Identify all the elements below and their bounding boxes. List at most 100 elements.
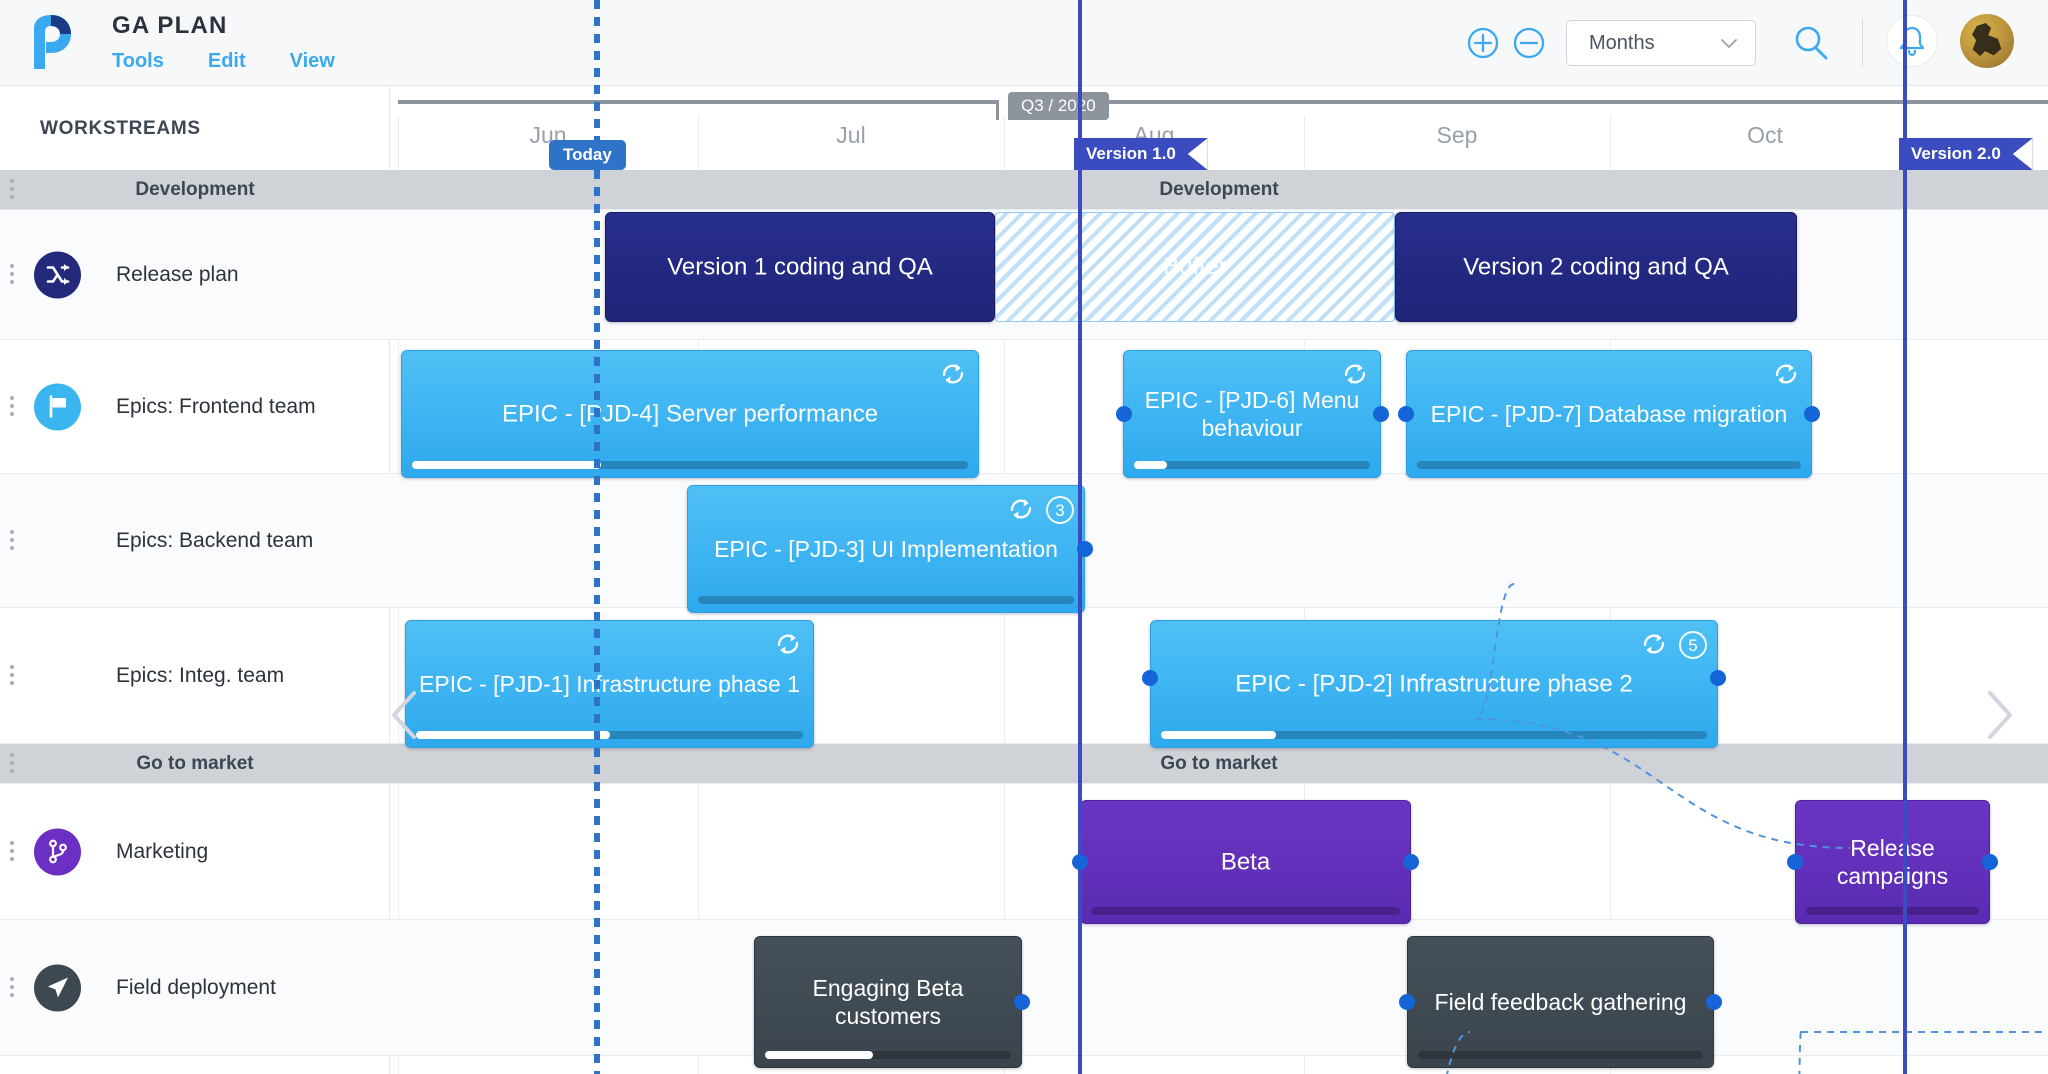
- drag-handle-icon[interactable]: [10, 395, 16, 418]
- version-2-flag[interactable]: Version 2.0: [1899, 138, 2033, 170]
- version-1-flag[interactable]: Version 1.0: [1074, 138, 1208, 170]
- git-branch-icon[interactable]: [34, 828, 81, 875]
- drag-handle-icon[interactable]: [10, 178, 16, 201]
- dependency-anchor-dot[interactable]: [1014, 994, 1030, 1010]
- task-progress-fill: [1161, 731, 1276, 739]
- menu-edit[interactable]: Edit: [207, 50, 246, 72]
- task-bar-release-campaigns[interactable]: Release campaigns: [1795, 800, 1990, 924]
- drag-handle-icon[interactable]: [10, 529, 16, 552]
- workstreams-header: WORKSTREAMS: [0, 86, 389, 170]
- timescale-value: Months: [1589, 32, 1655, 54]
- dependency-anchor-dot[interactable]: [1373, 406, 1389, 422]
- sidebar-item-field-deployment[interactable]: Field deployment: [0, 920, 390, 1056]
- task-bar-label: Version 1 coding and QA: [667, 253, 933, 281]
- month-divider: [1004, 116, 1005, 170]
- dependency-anchor-dot[interactable]: [1403, 854, 1419, 870]
- dependency-anchor-dot[interactable]: [1804, 406, 1820, 422]
- dependency-anchor-dot[interactable]: [1116, 406, 1132, 422]
- task-progress-bar: [765, 1051, 1011, 1059]
- today-badge[interactable]: Today: [549, 140, 626, 170]
- task-bar-label: Engaging Beta customers: [812, 975, 964, 1029]
- paper-plane-icon[interactable]: [34, 964, 81, 1011]
- task-progress-bar: [1806, 907, 1979, 915]
- dependency-anchor-dot[interactable]: [1399, 994, 1415, 1010]
- dependency-anchor-dot[interactable]: [1077, 541, 1093, 557]
- dependency-anchor-dot[interactable]: [1398, 406, 1414, 422]
- month-divider: [1610, 116, 1611, 170]
- search-icon[interactable]: [1790, 22, 1832, 64]
- proggio-logo-icon[interactable]: [22, 13, 80, 71]
- zoom-out-icon[interactable]: [1510, 24, 1548, 62]
- sidebar-item-label: Epics: Backend team: [116, 528, 314, 552]
- month-label-jun: Jun: [529, 122, 567, 148]
- task-bar-epic-pjd-6-menu-behaviour[interactable]: EPIC - [PJD-6] Menu behaviour: [1123, 350, 1381, 478]
- gantt-grid[interactable]: Development Go to market Version 1 coding…: [390, 170, 2048, 1074]
- dependency-anchor-dot[interactable]: [1706, 994, 1722, 1010]
- drag-handle-icon[interactable]: [10, 263, 16, 286]
- task-bar-version-2-coding-and-qa[interactable]: Version 2 coding and QA: [1395, 212, 1797, 322]
- task-bar-label: EPIC - [PJD-3] UI Implementation: [714, 536, 1058, 562]
- task-progress-bar: [412, 461, 968, 469]
- sidebar-item-epics-backend-team[interactable]: Epics: Backend team: [0, 474, 390, 608]
- menu-view[interactable]: View: [289, 50, 335, 72]
- task-progress-fill: [765, 1051, 874, 1059]
- task-bar-field-feedback-gathering[interactable]: Field feedback gathering: [1407, 936, 1714, 1068]
- dependency-anchor-dot[interactable]: [1787, 854, 1803, 870]
- task-bar-label: Beta: [1220, 848, 1271, 876]
- avatar[interactable]: [1960, 14, 2014, 68]
- drag-handle-icon[interactable]: [10, 664, 16, 687]
- shuffle-icon[interactable]: [34, 251, 81, 298]
- drag-handle-icon[interactable]: [10, 976, 16, 999]
- task-bar-label: EPIC - [PJD-7] Database migration: [1430, 401, 1788, 427]
- drag-handle-icon[interactable]: [10, 752, 16, 775]
- sidebar-group-development[interactable]: Development: [0, 170, 390, 210]
- sync-icon[interactable]: [773, 629, 803, 659]
- dependency-anchor-dot[interactable]: [1982, 854, 1998, 870]
- task-bar-epic-pjd-1-infrastructure-phase-1[interactable]: EPIC - [PJD-1] Infrastructure phase 1: [405, 620, 814, 748]
- sidebar-item-epics-frontend-team[interactable]: Epics: Frontend team: [0, 340, 390, 474]
- gantt-row[interactable]: Go to market: [390, 744, 2048, 784]
- month-label-sep: Sep: [1436, 122, 1478, 148]
- task-bar-buffer[interactable]: Buffer: [995, 212, 1395, 322]
- task-bar-engaging-beta-customers[interactable]: Engaging Beta customers: [754, 936, 1022, 1068]
- task-bar-label: EPIC - [PJD-4] Server performance: [501, 400, 879, 428]
- task-bar-version-1-coding-and-qa[interactable]: Version 1 coding and QA: [605, 212, 995, 322]
- scroll-left-icon[interactable]: [384, 688, 428, 742]
- sync-icon[interactable]: [1639, 629, 1669, 659]
- sync-icon[interactable]: [1006, 494, 1036, 524]
- task-count-badge[interactable]: 3: [1046, 496, 1074, 524]
- quarter-tick-left: [996, 100, 999, 120]
- timescale-select[interactable]: Months: [1566, 20, 1756, 66]
- zoom-in-icon[interactable]: [1464, 24, 1502, 62]
- header-divider: [1862, 18, 1863, 66]
- gantt-row[interactable]: [390, 474, 2048, 608]
- sync-icon[interactable]: [1340, 359, 1370, 389]
- gantt-row[interactable]: Development: [390, 170, 2048, 210]
- task-bar-label: Release campaigns: [1836, 835, 1949, 889]
- task-bar-epic-pjd-3-ui-implementation[interactable]: EPIC - [PJD-3] UI Implementation 3: [687, 485, 1085, 613]
- sidebar-group-go-to-market[interactable]: Go to market: [0, 744, 390, 784]
- sync-icon[interactable]: [938, 359, 968, 389]
- task-progress-bar: [1161, 731, 1707, 739]
- drag-handle-icon[interactable]: [10, 840, 16, 863]
- dependency-anchor-dot[interactable]: [1142, 670, 1158, 686]
- menu-tools[interactable]: Tools: [112, 50, 164, 72]
- sync-icon[interactable]: [1771, 359, 1801, 389]
- flag-icon[interactable]: [34, 383, 81, 430]
- sidebar-item-release-plan[interactable]: Release plan: [0, 210, 390, 340]
- sidebar-item-marketing[interactable]: Marketing: [0, 784, 390, 920]
- task-bar-epic-pjd-7-database-migration[interactable]: EPIC - [PJD-7] Database migration: [1406, 350, 1812, 478]
- scroll-right-icon[interactable]: [1976, 688, 2020, 742]
- notification-bell-icon[interactable]: [1886, 15, 1938, 67]
- dependency-anchor-dot[interactable]: [1072, 854, 1088, 870]
- dependency-anchor-dot[interactable]: [1710, 670, 1726, 686]
- task-bar-beta[interactable]: Beta: [1080, 800, 1411, 924]
- task-bar-epic-pjd-4-server-performance[interactable]: EPIC - [PJD-4] Server performance: [401, 350, 979, 478]
- sidebar-item-epics-integ-team[interactable]: Epics: Integ. team: [0, 608, 390, 744]
- gantt-row[interactable]: [390, 920, 2048, 1056]
- quarter-bar: [1008, 100, 2048, 104]
- task-count-badge[interactable]: 5: [1679, 631, 1707, 659]
